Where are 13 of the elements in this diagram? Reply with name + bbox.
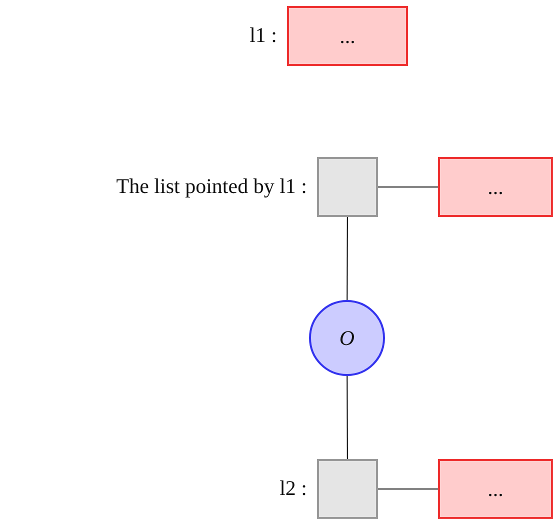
list-box: ... [438,157,553,217]
pointer-label: l1 : [250,23,277,48]
list-box: ... [287,6,408,66]
node-circle: O [309,300,385,376]
link-line [346,376,348,460]
pointer-label: l2 : [280,476,307,501]
link-line [378,186,438,188]
pointer-label: The list pointed by l1 : [116,174,307,199]
empty-box [317,157,378,217]
link-line [378,488,438,490]
empty-box [317,459,378,519]
link-line [346,216,348,300]
list-box: ... [438,459,553,519]
